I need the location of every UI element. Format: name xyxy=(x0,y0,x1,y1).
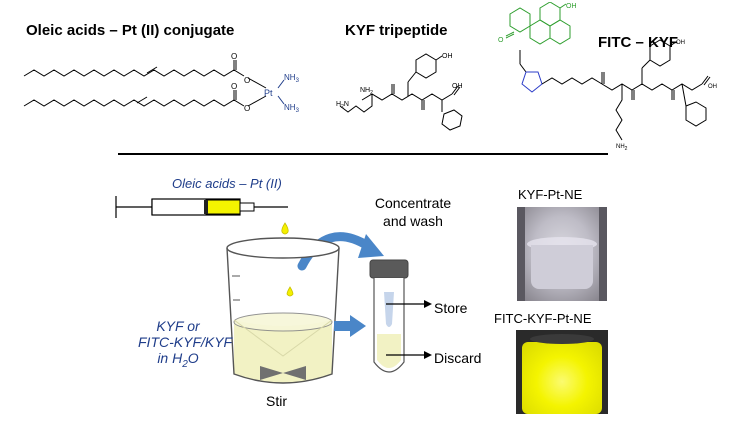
right-arrow-icon xyxy=(332,314,368,338)
stir-label: Stir xyxy=(266,393,287,409)
syringe-plunger xyxy=(204,200,208,214)
nh2-label: NH2 xyxy=(616,144,628,152)
kyf-pt-ne-label: KYF-Pt-NE xyxy=(518,187,582,202)
oleic-pt-title: Oleic acids – Pt (II) conjugate xyxy=(26,22,234,39)
store-label: Store xyxy=(434,300,467,316)
kyf-backbone xyxy=(362,94,452,100)
oleic-chain-1 xyxy=(24,70,244,76)
fitc-tyrosine-ring xyxy=(650,40,670,66)
section-divider xyxy=(118,153,608,155)
tube-cap xyxy=(370,260,408,278)
fitc-kyf-pt-ne-label: FITC-KYF-Pt-NE xyxy=(494,311,592,326)
nh3-label: NH3 xyxy=(284,103,300,114)
nh2-label: NH2 xyxy=(360,87,373,96)
fitc-moiety xyxy=(506,2,570,44)
kyf-structure: OH H2N NH2 OH xyxy=(332,52,482,137)
oh-label: OH xyxy=(452,83,463,90)
beaker xyxy=(222,234,344,392)
centrifuge-tube xyxy=(368,258,412,382)
triazole-ring xyxy=(522,72,542,92)
nh3-label: NH3 xyxy=(284,73,300,84)
concentrate-line: Concentrate xyxy=(368,194,458,212)
fitc-phe-ring xyxy=(686,102,706,126)
beaker-label-line1: KYF or xyxy=(138,318,218,334)
oh-label: OH xyxy=(708,84,717,90)
beaker-solution-label: KYF or FITC-KYF/KYF in H2O xyxy=(138,318,218,373)
oleic-chain-2 xyxy=(24,100,244,106)
discard-label: Discard xyxy=(434,350,481,366)
pt-label: Pt xyxy=(264,88,273,98)
oh-label: OH xyxy=(442,53,453,60)
beaker-label-line2: FITC-KYF/KYF xyxy=(138,334,218,350)
o-label: O xyxy=(231,82,237,91)
o-label: O xyxy=(244,104,250,113)
fitc-kyf-pt-ne-photo xyxy=(516,330,608,414)
syringe-liquid xyxy=(206,200,240,214)
oh-label: OH xyxy=(676,40,685,46)
o-label: O xyxy=(244,76,250,85)
oh-label: OH xyxy=(566,3,577,10)
tyrosine-ring xyxy=(416,54,436,78)
h2n-label: H2N xyxy=(336,101,349,110)
o-label: O xyxy=(231,52,237,61)
o-label: O xyxy=(498,37,504,44)
kyf-title: KYF tripeptide xyxy=(345,22,448,39)
phenylalanine-ring xyxy=(442,110,462,130)
oleic-pt-structure: O O O O Pt NH3 NH3 xyxy=(20,50,320,130)
store-arrow-icon xyxy=(384,298,434,310)
wash-line: and wash xyxy=(368,212,458,230)
discard-arrow-icon xyxy=(384,349,434,361)
fitc-kyf-structure: O OH OH OH NH2 xyxy=(490,2,740,162)
kyf-pt-ne-photo xyxy=(517,207,607,301)
beaker-label-line3: in H2O xyxy=(138,350,218,373)
concentrate-label: Concentrate and wash xyxy=(368,194,458,230)
syringe xyxy=(112,190,292,224)
syringe-label: Oleic acids – Pt (II) xyxy=(172,176,282,191)
